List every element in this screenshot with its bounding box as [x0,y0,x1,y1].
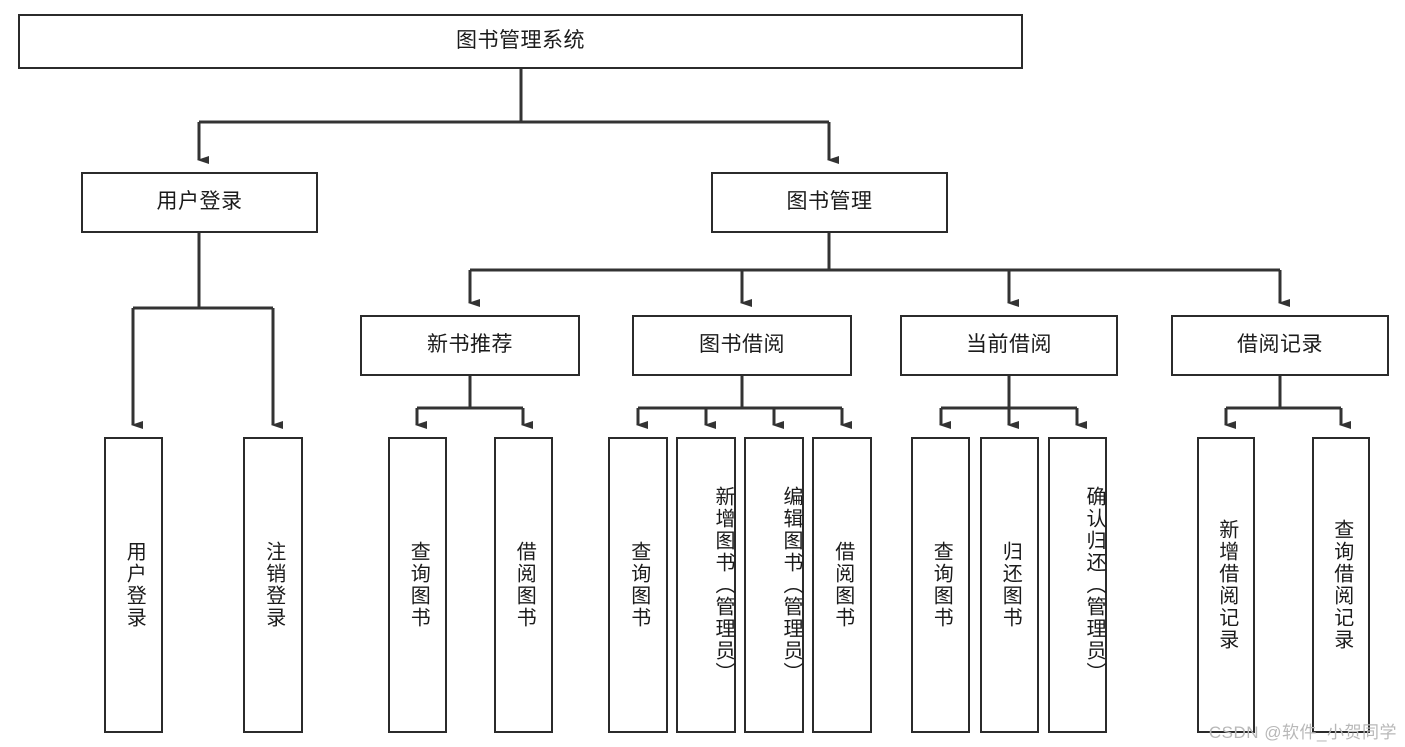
node-current-borrow[interactable]: 当前借阅 [900,315,1118,376]
leaf-record-query-record[interactable]: 查询借阅记录 [1312,437,1370,733]
node-label: 图书管理系统 [456,29,585,53]
node-label: 新书推荐 [427,333,513,357]
node-label: 图书管理 [786,190,873,214]
leaf-user-login-login[interactable]: 用户登录 [104,437,163,733]
node-label: 查询图书 [930,541,953,629]
node-label: 新增借阅记录 [1215,519,1238,651]
node-book-management[interactable]: 图书管理 [711,172,948,233]
leaf-current-confirm-return-admin[interactable]: 确认归还（管理员） [1048,437,1107,733]
node-label: 查询借阅记录 [1330,519,1353,651]
node-borrow-record[interactable]: 借阅记录 [1171,315,1389,376]
node-label: 当前借阅 [966,333,1052,357]
node-root-system[interactable]: 图书管理系统 [18,14,1023,69]
node-label: 图书借阅 [699,333,785,357]
leaf-borrow-add-book-admin[interactable]: 新增图书（管理员） [676,437,736,733]
node-label: 用户登录 [123,541,146,629]
node-label: 用户登录 [156,190,243,214]
leaf-borrow-query-book[interactable]: 查询图书 [608,437,668,733]
leaf-current-query-book[interactable]: 查询图书 [911,437,970,733]
leaf-user-login-logout[interactable]: 注销登录 [243,437,303,733]
leaf-recommend-query-book[interactable]: 查询图书 [388,437,447,733]
node-label: 借阅图书 [831,541,854,629]
node-book-borrow[interactable]: 图书借阅 [632,315,852,376]
node-label: 归还图书 [999,541,1022,629]
leaf-recommend-borrow-book[interactable]: 借阅图书 [494,437,553,733]
leaf-current-return-book[interactable]: 归还图书 [980,437,1039,733]
node-label: 编辑图书（管理员） [780,486,802,684]
node-user-login[interactable]: 用户登录 [81,172,318,233]
leaf-record-add-record[interactable]: 新增借阅记录 [1197,437,1255,733]
watermark-text: CSDN @软件_小贺同学 [1208,723,1397,742]
node-new-book-recommend[interactable]: 新书推荐 [360,315,580,376]
node-label: 查询图书 [407,541,430,629]
node-label: 借阅记录 [1237,333,1323,357]
node-label: 注销登录 [262,541,285,629]
node-label: 确认归还（管理员） [1083,486,1105,684]
leaf-borrow-borrow-book[interactable]: 借阅图书 [812,437,872,733]
leaf-borrow-edit-book-admin[interactable]: 编辑图书（管理员） [744,437,804,733]
node-label: 查询图书 [627,541,650,629]
node-label: 借阅图书 [513,541,536,629]
node-label: 新增图书（管理员） [712,486,734,684]
